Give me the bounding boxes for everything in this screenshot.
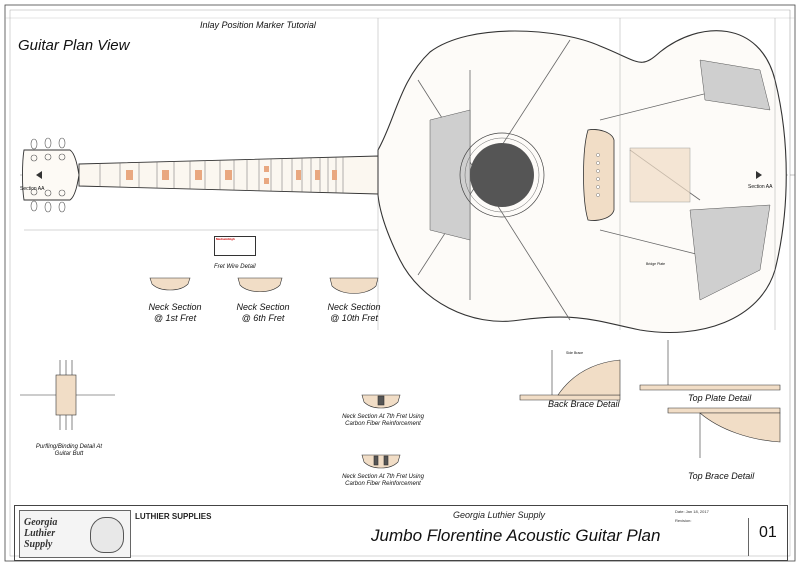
side-brace-label: Side Brace — [566, 351, 584, 355]
sheet-border — [4, 4, 796, 562]
tutorial-title: Inlay Position Marker Tutorial — [200, 20, 316, 30]
inlay-markers — [126, 166, 337, 184]
back-brace-detail — [519, 350, 621, 401]
neck-section-10-title: Neck Section @ 10th Fret — [327, 302, 381, 323]
title-block: Georgia Luthier Supply LUTHIER SUPPLIES … — [14, 505, 788, 561]
neck-section-1-title: Neck Section @ 1st Fret — [148, 302, 202, 323]
dimension-lines — [24, 18, 776, 330]
neck-section-drawings — [149, 277, 379, 294]
bridge-plate-area — [629, 147, 691, 203]
fret-wire-table: Medium/High — [214, 236, 256, 256]
sheet-number: 01 — [759, 524, 777, 541]
logo-text: Georgia Luthier Supply — [24, 517, 58, 550]
top-brace-title: Top Brace Detail — [688, 471, 755, 481]
bridge-plate-label: Bridge Plate — [646, 262, 666, 266]
fret-lines — [99, 157, 344, 193]
guitar-body-outline — [377, 30, 787, 333]
headstock-outline — [22, 149, 80, 201]
bridge-pin-holes — [596, 153, 600, 197]
tuner-posts — [30, 153, 66, 197]
purfling-title: Purfling/Binding Detail At Guitar Butt — [35, 444, 103, 457]
rosette-inner-ring — [464, 137, 540, 213]
fret-wire-title: Fret Wire Detail — [214, 264, 256, 270]
top-plate-title: Top Plate Detail — [688, 393, 752, 403]
date-cell: Date: Jan 18, 2017 — [675, 509, 709, 514]
luthier-supplies-banner: LUTHIER SUPPLIES — [135, 512, 212, 521]
fret-wire-table-header: Medium/High — [215, 237, 255, 241]
soundhole — [470, 143, 534, 207]
plan-view-title: Guitar Plan View — [18, 37, 130, 54]
section-aa-markers — [36, 171, 762, 179]
logo-box: Georgia Luthier Supply — [19, 510, 131, 558]
logo-guitar-icon — [90, 517, 124, 553]
bridge — [583, 129, 615, 221]
neck-section-6-title: Neck Section @ 6th Fret — [236, 302, 290, 323]
carbon-fiber-section-title-2: Neck Section At 7th Fret Using Carbon Fi… — [342, 474, 424, 487]
tuner-buttons — [30, 137, 66, 213]
sheet-number-box: 01 — [748, 518, 785, 556]
back-brace-title: Back Brace Detail — [548, 399, 620, 409]
top-plate-detail — [639, 340, 781, 391]
plan-title: Jumbo Florentine Acoustic Guitar Plan — [371, 526, 661, 545]
rosette-outer-ring — [459, 132, 545, 218]
purfling-detail — [20, 360, 115, 430]
section-aa-left-label: Section AA — [20, 186, 45, 192]
carbon-fiber-section-title-1: Neck Section At 7th Fret Using Carbon Fi… — [342, 414, 424, 427]
carbon-fiber-sections — [361, 394, 401, 469]
top-brace-detail — [667, 407, 781, 458]
company-name: Georgia Luthier Supply — [453, 510, 546, 520]
revision-cell: Revision: — [675, 518, 692, 523]
shaded-braces — [429, 59, 771, 301]
section-aa-right-label: Section AA — [748, 184, 773, 190]
